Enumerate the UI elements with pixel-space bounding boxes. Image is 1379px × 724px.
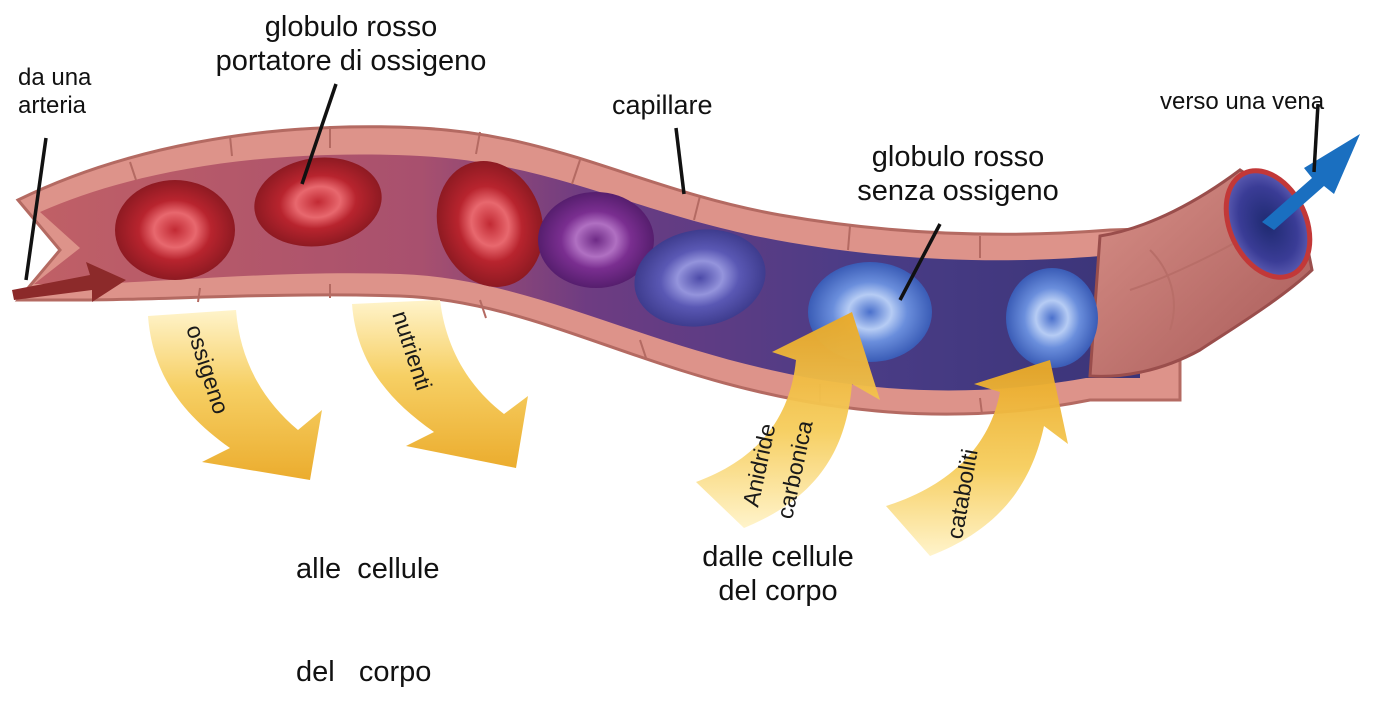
rbc-deoxygenated bbox=[1006, 268, 1098, 368]
from-cells-label-line-1: dalle cellule bbox=[680, 540, 876, 574]
vein-label: verso una vena bbox=[1160, 88, 1324, 116]
to-cells-label: alle cellule del corpo bbox=[296, 484, 439, 724]
to-cells-label-line-1: alle cellule bbox=[296, 552, 439, 586]
flow-arrow-oxygen: ossigeno bbox=[148, 310, 322, 480]
oxygenated-cell-label-line-2: portatore di ossigeno bbox=[176, 44, 526, 78]
artery-label-line-1: da una bbox=[18, 64, 91, 92]
flow-arrow-nutrients: nutrienti bbox=[352, 300, 528, 468]
deoxygenated-cell-label-line-2: senza ossigeno bbox=[828, 174, 1088, 208]
deoxygenated-cell-label-line-1: globulo rosso bbox=[828, 140, 1088, 174]
to-cells-label-line-2: del corpo bbox=[296, 655, 439, 689]
vein-section bbox=[1090, 157, 1326, 376]
from-cells-label: dalle cellule del corpo bbox=[680, 540, 876, 608]
deoxygenated-cell-label: globulo rosso senza ossigeno bbox=[828, 140, 1088, 208]
capillary-leader bbox=[676, 128, 684, 194]
oxygenated-cell-label: globulo rosso portatore di ossigeno bbox=[176, 10, 526, 78]
artery-label-line-2: arteria bbox=[18, 92, 91, 120]
artery-label: da una arteria bbox=[18, 64, 91, 121]
capillary-label: capillare bbox=[612, 90, 713, 122]
oxygenated-cell-label-line-1: globulo rosso bbox=[176, 10, 526, 44]
rbc-oxygenated bbox=[115, 180, 235, 280]
from-cells-label-line-2: del corpo bbox=[680, 574, 876, 608]
